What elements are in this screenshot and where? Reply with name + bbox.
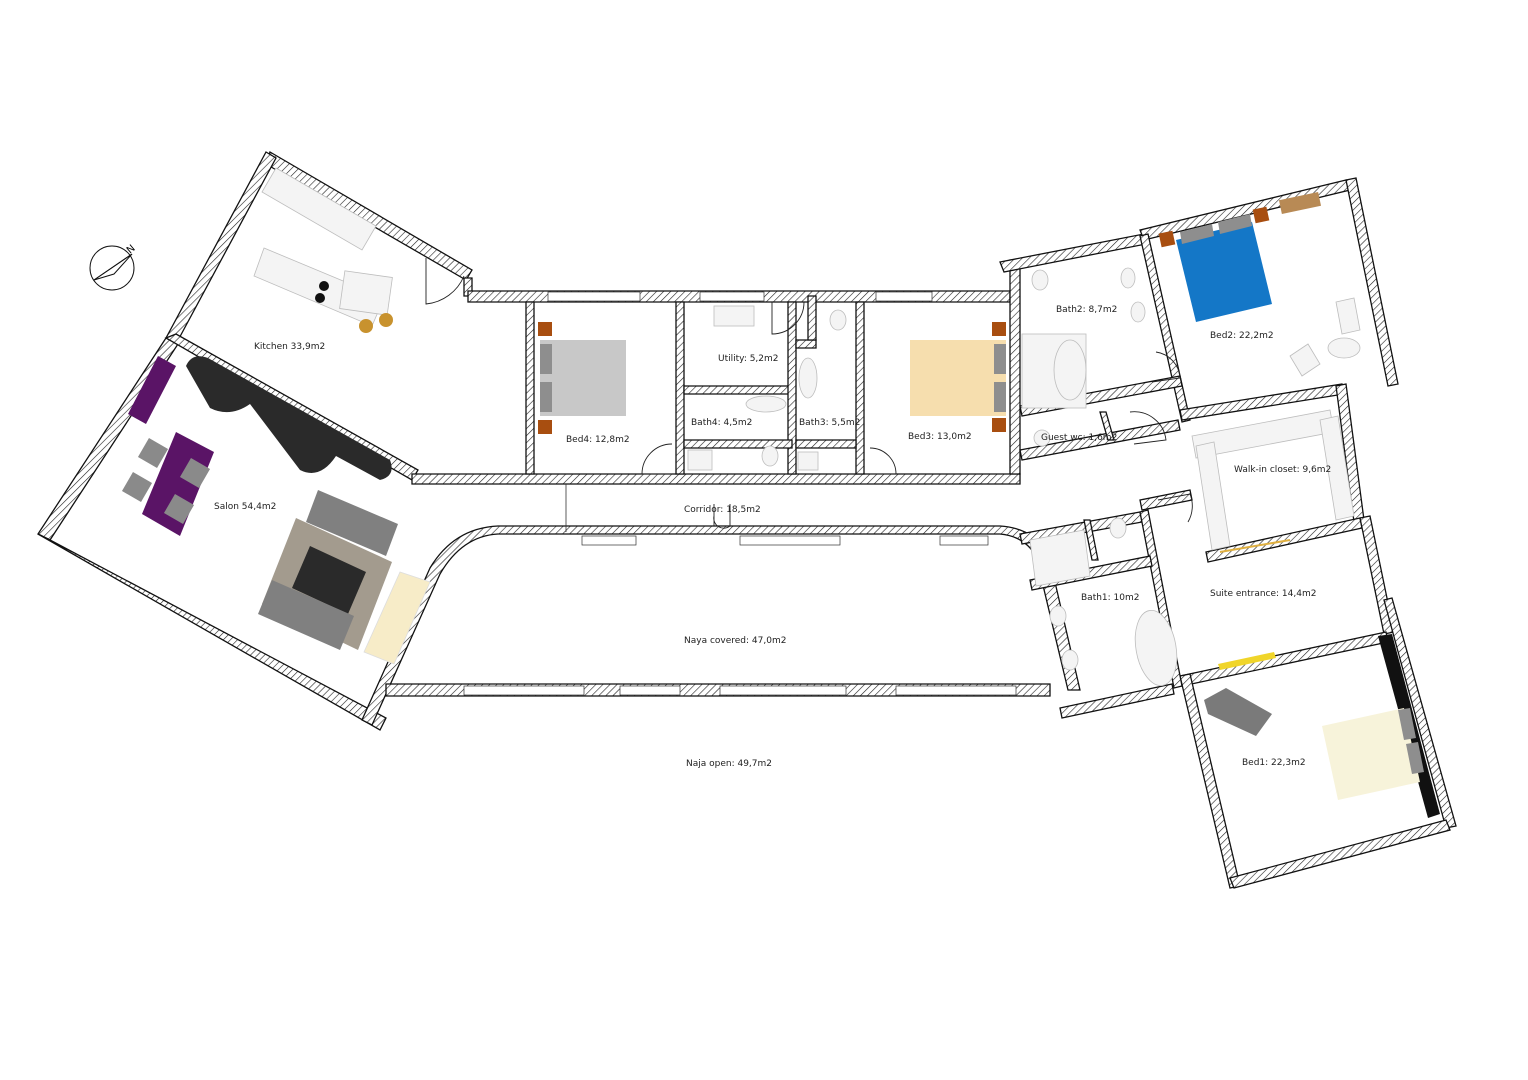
label-bed3: Bed3: 13,0m2 [908, 432, 972, 442]
compass-north-label: N [125, 243, 138, 256]
bed1-furniture [1204, 634, 1440, 818]
windows [463, 291, 1017, 696]
bath-fixtures-center [687, 305, 847, 471]
door-guest-wc [1129, 411, 1167, 445]
bed3-furniture [910, 322, 1006, 432]
label-bath3: Bath3: 5,5m2 [799, 418, 860, 428]
label-walk-in-closet: Walk-in closet: 9,6m2 [1234, 465, 1331, 475]
label-utility: Utility: 5,2m2 [718, 354, 779, 364]
label-bath4: Bath4: 4,5m2 [691, 418, 752, 428]
label-bed1: Bed1: 22,3m2 [1242, 758, 1306, 768]
label-bed2: Bed2: 22,2m2 [1210, 331, 1274, 341]
label-bed4: Bed4: 12,8m2 [566, 435, 630, 445]
label-bath2: Bath2: 8,7m2 [1056, 305, 1117, 315]
door-kitchen [425, 258, 465, 305]
bath2-fixtures [1021, 267, 1146, 447]
bath1-fixtures [1029, 517, 1178, 686]
bed2-furniture [1158, 191, 1361, 377]
label-guest-wc: Guest wc: 1,6m2 [1041, 433, 1117, 443]
bed4-furniture [538, 322, 626, 434]
door-utility [771, 301, 805, 335]
salon-furniture [121, 356, 431, 665]
label-bath1: Bath1: 10m2 [1081, 593, 1140, 603]
door-corridor-double [713, 504, 731, 529]
label-kitchen: Kitchen 33,9m2 [254, 342, 325, 352]
label-salon: Salon 54,4m2 [214, 502, 276, 512]
label-naya-covered: Naya covered: 47,0m2 [684, 636, 786, 646]
label-suite-entrance: Suite entrance: 14,4m2 [1210, 589, 1316, 599]
label-naja-open: Naja open: 49,7m2 [686, 759, 772, 769]
door-suite [1157, 493, 1193, 523]
room-labels: Kitchen 33,9m2 Salon 54,4m2 Bed4: 12,8m2… [214, 305, 1331, 769]
door-bed3 [869, 447, 897, 475]
kitchen-furniture [253, 167, 393, 333]
door-bed4 [641, 443, 673, 475]
compass-icon: N [89, 243, 138, 291]
door-bath2 [1151, 351, 1181, 383]
walk-in-closet [1191, 409, 1355, 553]
doors [425, 258, 1193, 529]
label-corridor: Corridor: 18,5m2 [684, 505, 761, 515]
